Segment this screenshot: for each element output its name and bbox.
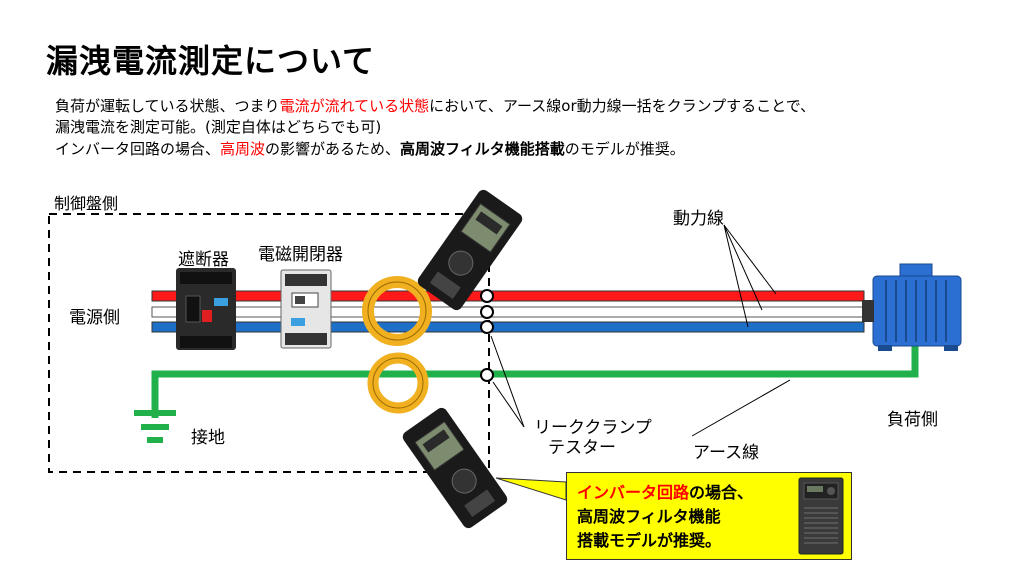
- desc-text: において、アース線or動力線一括をクランプすることで、: [429, 97, 816, 115]
- power-line-pointers: [723, 224, 777, 328]
- power-side-label: 電源側: [69, 308, 120, 328]
- callout-line-1: インバータ回路の場合、: [577, 481, 753, 505]
- desc-text: のモデルが推奨。: [564, 140, 685, 158]
- desc-text: インバータ回路の場合、: [55, 140, 221, 158]
- breaker-icon: [176, 268, 236, 350]
- leak-tester-label-line2: テスター: [548, 438, 616, 458]
- breaker-label: 遮断器: [178, 250, 229, 270]
- callout-line-2: 高周波フィルタ機能: [577, 507, 721, 526]
- motor-icon: [862, 263, 962, 351]
- callout-text: インバータ回路の場合、 高周波フィルタ機能 搭載モデルが推奨。: [577, 481, 753, 553]
- description-line-2: 漏洩電流を測定可能。(測定自体はどちらでも可): [55, 118, 382, 136]
- callout-line-3: 搭載モデルが推奨。: [577, 531, 722, 550]
- inverter-recommendation-callout: インバータ回路の場合、 高周波フィルタ機能 搭載モデルが推奨。: [566, 472, 852, 560]
- description-line-1: 負荷が運転している状態、つまり電流が流れている状態において、アース線or動力線一…: [55, 96, 815, 116]
- callout-highlight: インバータ回路: [577, 483, 690, 502]
- tester-pointers: [490, 335, 525, 428]
- ground-wire: [151, 338, 919, 418]
- contactor-label: 電磁開閉器: [258, 245, 343, 265]
- callout-text-rest: の場合、: [689, 483, 754, 502]
- inverter-icon: [798, 477, 844, 555]
- desc-bold: 高周波フィルタ機能搭載: [400, 140, 565, 158]
- description-line-3: インバータ回路の場合、高周波の影響があるため、高周波フィルタ機能搭載のモデルが推…: [55, 139, 685, 159]
- desc-highlight: 電流が流れている状態: [279, 97, 430, 115]
- red-wire: [151, 290, 865, 302]
- ground-symbol-icon: [134, 410, 176, 443]
- desc-highlight: 高周波: [220, 140, 266, 158]
- desc-text: の影響があるため、: [265, 140, 401, 158]
- control-panel-boundary: [48, 213, 490, 473]
- lower-clamp-meter-icon: [367, 352, 508, 529]
- contactor-icon: [280, 269, 332, 349]
- white-wire: [151, 306, 865, 318]
- leak-tester-label-line1: リーククランプ: [534, 418, 652, 438]
- control-panel-label: 制御盤側: [54, 194, 119, 213]
- leak-tester-label: リーククランプ テスター: [534, 418, 652, 458]
- upper-clamp-meter-icon: [362, 189, 523, 346]
- measurement-points: [480, 289, 494, 382]
- earth-line-label: アース線: [693, 443, 760, 463]
- desc-text: 負荷が運転している状態、つまり: [55, 97, 280, 115]
- ground-label: 接地: [191, 428, 225, 448]
- page-title: 漏洩電流測定について: [46, 42, 376, 80]
- blue-wire: [151, 321, 865, 333]
- load-side-label: 負荷側: [887, 410, 938, 430]
- power-line-label: 動力線: [673, 209, 724, 229]
- earth-line-pointer: [691, 379, 791, 437]
